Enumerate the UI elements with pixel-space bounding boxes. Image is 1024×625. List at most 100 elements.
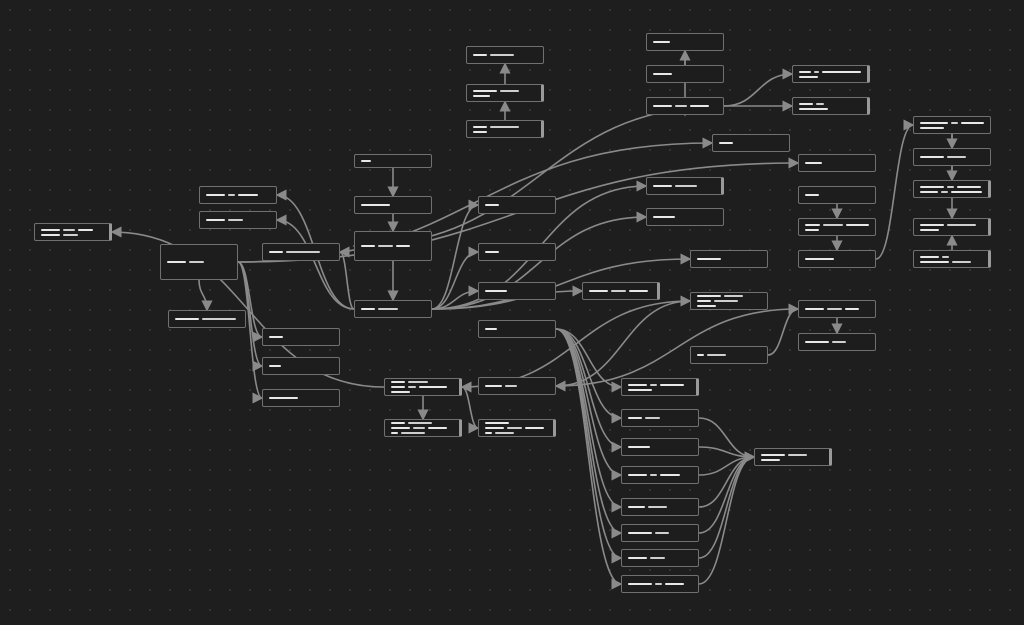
text-bar	[714, 300, 739, 302]
mindmap-node[interactable]	[792, 97, 870, 115]
mindmap-node[interactable]	[384, 419, 462, 437]
node-text-placeholder	[391, 432, 453, 434]
text-bar	[805, 308, 825, 310]
mindmap-node[interactable]	[913, 218, 991, 236]
mindmap-node[interactable]	[913, 148, 991, 166]
text-bar	[823, 223, 843, 226]
text-bar	[228, 219, 243, 221]
mindmap-node[interactable]	[621, 575, 699, 593]
text-bar	[391, 432, 399, 434]
node-text-placeholder	[697, 258, 761, 260]
node-text-placeholder	[920, 228, 982, 231]
mindmap-node[interactable]	[354, 231, 432, 261]
mindmap-node[interactable]	[199, 186, 277, 204]
mindmap-node[interactable]	[478, 196, 556, 214]
text-bar	[473, 130, 488, 133]
mindmap-node[interactable]	[798, 154, 876, 172]
mindmap-node[interactable]	[798, 186, 876, 204]
text-bar	[697, 258, 721, 260]
mindmap-node[interactable]	[621, 409, 699, 427]
mindmap-node[interactable]	[160, 244, 238, 280]
text-bar	[524, 427, 544, 429]
mindmap-node[interactable]	[466, 46, 544, 64]
text-bar	[495, 432, 515, 434]
node-text-placeholder	[391, 422, 453, 424]
node-text-placeholder	[485, 422, 547, 424]
mindmap-node[interactable]	[478, 377, 556, 395]
mindmap-node[interactable]	[646, 208, 724, 226]
mindmap-node[interactable]	[621, 498, 699, 516]
mindmap-node[interactable]	[754, 448, 832, 466]
mindmap-node[interactable]	[798, 218, 876, 236]
text-bar	[653, 216, 675, 218]
mindmap-node[interactable]	[199, 211, 277, 229]
mindmap-node[interactable]	[384, 378, 462, 396]
mindmap-node[interactable]	[478, 243, 556, 261]
mindmap-node[interactable]	[168, 310, 246, 328]
mindmap-node[interactable]	[621, 438, 699, 456]
node-text-placeholder	[697, 295, 761, 297]
node-text-placeholder	[697, 305, 761, 307]
mindmap-node[interactable]	[646, 177, 724, 195]
mindmap-node[interactable]	[262, 389, 340, 407]
node-text-placeholder	[920, 260, 982, 263]
mindmap-node[interactable]	[354, 300, 432, 318]
connector-edge	[431, 211, 648, 310]
node-text-placeholder	[485, 328, 549, 330]
text-bar	[957, 185, 982, 188]
text-bar	[707, 354, 727, 356]
text-bar	[761, 453, 785, 456]
text-bar	[391, 427, 411, 429]
mindmap-node[interactable]	[792, 65, 870, 83]
mindmap-node[interactable]	[712, 134, 790, 152]
node-text-placeholder	[920, 121, 984, 124]
mindmap-node[interactable]	[262, 243, 340, 261]
text-bar	[628, 532, 652, 534]
text-bar	[805, 228, 820, 231]
mindmap-node[interactable]	[913, 116, 991, 134]
node-text-placeholder	[41, 228, 103, 231]
mindmap-node[interactable]	[798, 250, 876, 268]
mindmap-node[interactable]	[262, 357, 340, 375]
mindmap-node[interactable]	[478, 282, 556, 300]
mindmap-node[interactable]	[690, 346, 768, 364]
text-bar	[844, 308, 859, 310]
mindmap-node[interactable]	[478, 320, 556, 338]
mindmap-node[interactable]	[913, 180, 991, 198]
text-bar	[947, 223, 976, 226]
mindmap-node[interactable]	[621, 549, 699, 567]
mindmap-node[interactable]	[582, 282, 660, 300]
mindmap-node[interactable]	[690, 292, 768, 310]
mindmap-node[interactable]	[646, 97, 724, 115]
mindmap-node[interactable]	[646, 65, 724, 83]
mindmap-node[interactable]	[262, 328, 340, 346]
mindmap-node[interactable]	[798, 333, 876, 351]
mindmap-node[interactable]	[798, 300, 876, 318]
text-bar	[628, 557, 648, 559]
text-bar	[920, 185, 944, 188]
mindmap-node[interactable]	[690, 250, 768, 268]
text-bar	[920, 126, 944, 129]
mindmap-node[interactable]	[913, 250, 991, 268]
node-text-placeholder	[805, 308, 869, 310]
text-bar	[611, 290, 626, 292]
mindmap-node[interactable]	[466, 120, 544, 138]
mindmap-node[interactable]	[621, 524, 699, 542]
node-text-placeholder	[799, 107, 861, 110]
node-text-placeholder	[628, 583, 692, 585]
mindmap-node[interactable]	[478, 419, 556, 437]
text-bar	[947, 156, 967, 158]
mindmap-node[interactable]	[646, 33, 724, 51]
text-bar	[805, 162, 822, 164]
mindmap-node[interactable]	[466, 84, 544, 102]
mindmap-node[interactable]	[354, 196, 432, 214]
text-bar	[41, 233, 61, 236]
mindmap-node[interactable]	[621, 378, 699, 396]
mindmap-node[interactable]	[34, 223, 112, 241]
text-bar	[697, 354, 705, 356]
text-bar	[428, 427, 448, 429]
node-text-placeholder	[269, 397, 333, 399]
mindmap-node[interactable]	[354, 154, 432, 168]
mindmap-node[interactable]	[621, 466, 699, 484]
